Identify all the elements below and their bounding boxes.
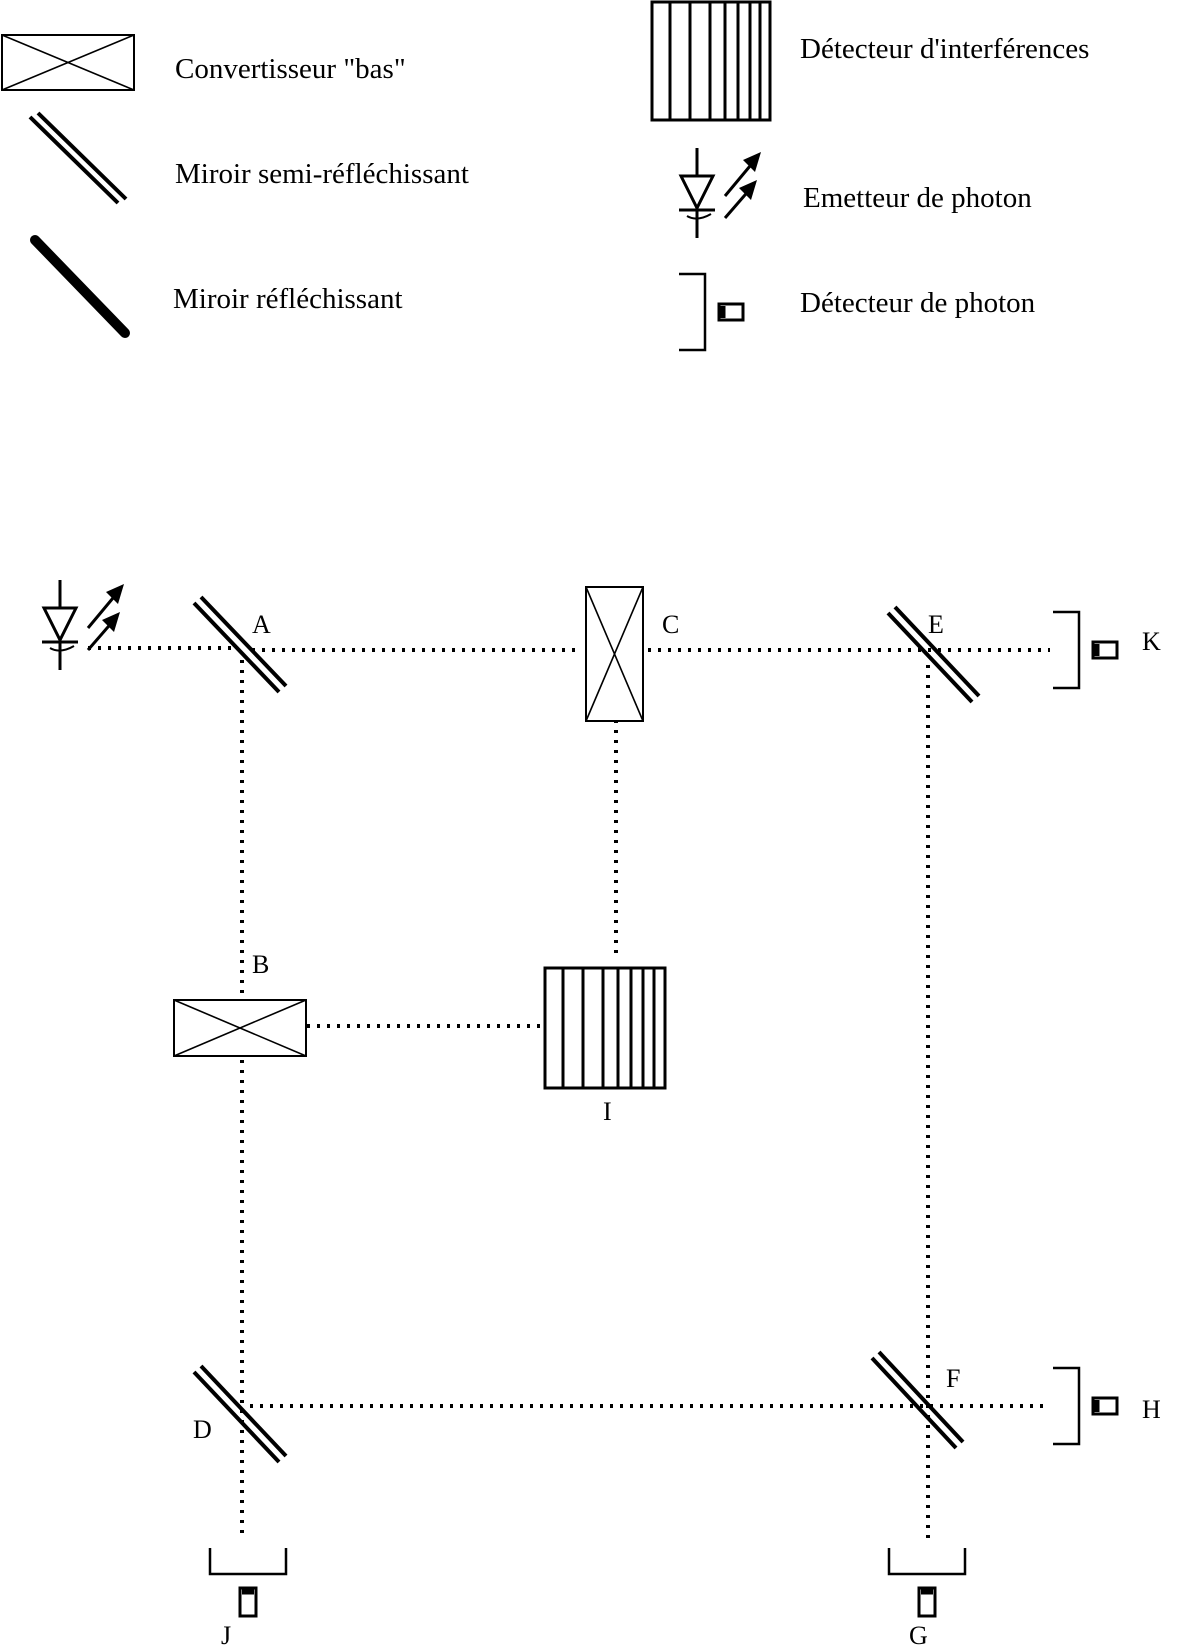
legend-mirror-label: Miroir réfléchissant <box>173 283 403 315</box>
label-g: G <box>909 1621 928 1649</box>
label-f: F <box>946 1364 960 1393</box>
photon-detector-icon <box>679 274 743 350</box>
semi-mirror-a <box>192 595 288 694</box>
legend: Convertisseur "bas" Miroir semi-réfléchi… <box>1 0 1089 350</box>
label-i: I <box>603 1097 612 1126</box>
interference-detector-icon <box>650 0 772 122</box>
photon-detector-j <box>210 1548 286 1616</box>
mirror-icon <box>30 235 130 338</box>
label-k: K <box>1142 627 1161 656</box>
semi-mirror-f <box>870 1350 965 1450</box>
converter-icon <box>1 34 135 91</box>
interference-detector-i <box>543 966 667 1090</box>
label-j: J <box>221 1621 231 1649</box>
label-e: E <box>928 610 944 639</box>
photon-detector-h <box>1053 1368 1117 1444</box>
legend-semi-mirror-label: Miroir semi-réfléchissant <box>175 158 469 190</box>
semi-mirror-d <box>192 1364 288 1464</box>
photon-emitter-icon <box>677 146 763 240</box>
label-c: C <box>662 610 679 639</box>
label-h: H <box>1142 1395 1161 1424</box>
photon-detector-g <box>889 1548 965 1616</box>
legend-photon-emitter-label: Emetteur de photon <box>803 182 1032 214</box>
semi-mirror-e <box>886 605 981 704</box>
label-b: B <box>252 950 269 979</box>
converter-c <box>585 586 644 722</box>
legend-interference-detector-label: Détecteur d'interférences <box>800 33 1089 65</box>
beam-paths <box>88 646 1050 1545</box>
legend-converter-label: Convertisseur "bas" <box>175 53 406 85</box>
label-a: A <box>252 610 271 639</box>
semi-mirror-icon <box>28 111 128 205</box>
photon-emitter-icon <box>40 578 126 672</box>
converter-b <box>173 999 307 1057</box>
label-d: D <box>193 1415 212 1444</box>
legend-photon-detector-label: Détecteur de photon <box>800 287 1036 319</box>
photon-detector-k <box>1053 612 1117 688</box>
